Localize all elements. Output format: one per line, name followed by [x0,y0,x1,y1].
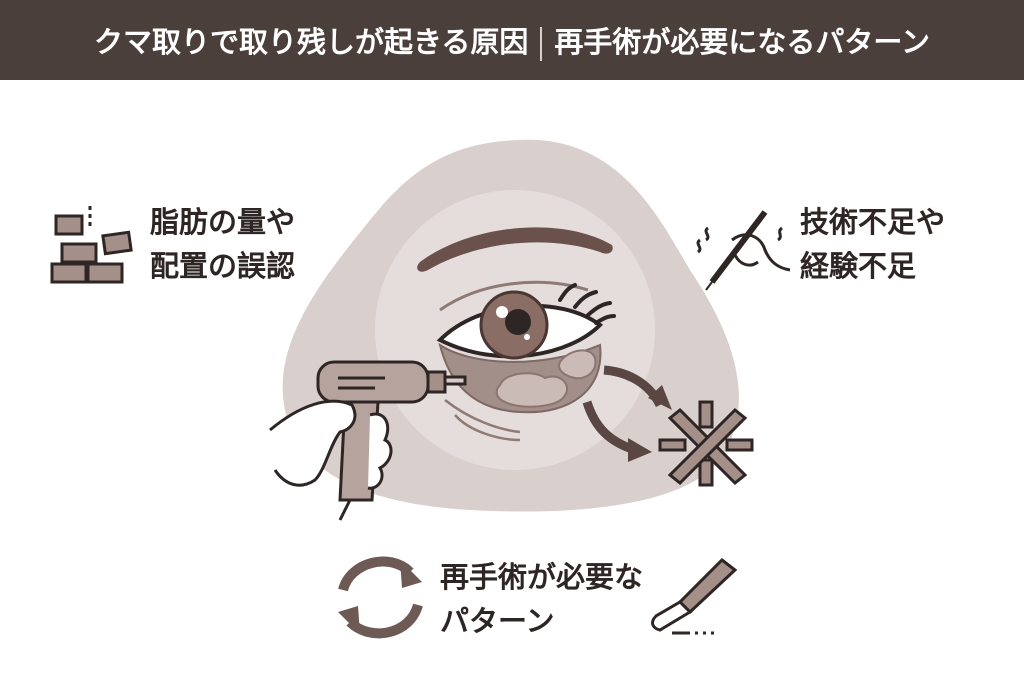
reoperation-pattern: 再手術が必要な パターン [440,555,643,643]
blocks-icon [50,206,133,284]
cycle-arrow-head [400,560,422,588]
fat-pad [495,372,568,408]
cause-line: 再手術が必要な [440,560,644,594]
fat-pad [558,349,597,380]
arrow-head [648,385,672,410]
cause-line: 配置の誤認 [150,249,296,283]
arrow-head [628,438,652,462]
title-divider [540,27,543,61]
cause-line: パターン [440,604,555,638]
cause-line: 技術不足や [800,205,946,239]
scalpel-icon [651,558,738,635]
x-mark-icon [658,400,754,487]
hand [269,399,393,490]
title-part-2: 再手術が必要になるパターン [554,25,930,59]
pupil [505,309,531,335]
eyelashes [558,283,616,325]
eye-highlight [524,334,530,340]
eyebrow [417,227,613,272]
eye-highlight [496,306,508,318]
title-bar: クマ取りで取り残しが起きる原因再手術が必要になるパターン [0,0,1024,80]
cause-lack-of-skill: 技術不足や 経験不足 [800,200,945,288]
page-title: クマ取りで取り残しが起きる原因再手術が必要になるパターン [94,19,930,61]
cause-line: 経験不足 [800,249,917,283]
cause-line: 脂肪の量や [150,205,296,239]
cycle-arrow-head [338,606,360,634]
cause-fat-misjudgment: 脂肪の量や 配置の誤認 [150,200,295,288]
wrinkle-line [444,399,521,434]
shaking-hand-pen-icon [696,210,791,291]
wrinkle-line [454,414,521,442]
title-part-1: クマ取りで取り残しが起きる原因 [94,25,529,59]
